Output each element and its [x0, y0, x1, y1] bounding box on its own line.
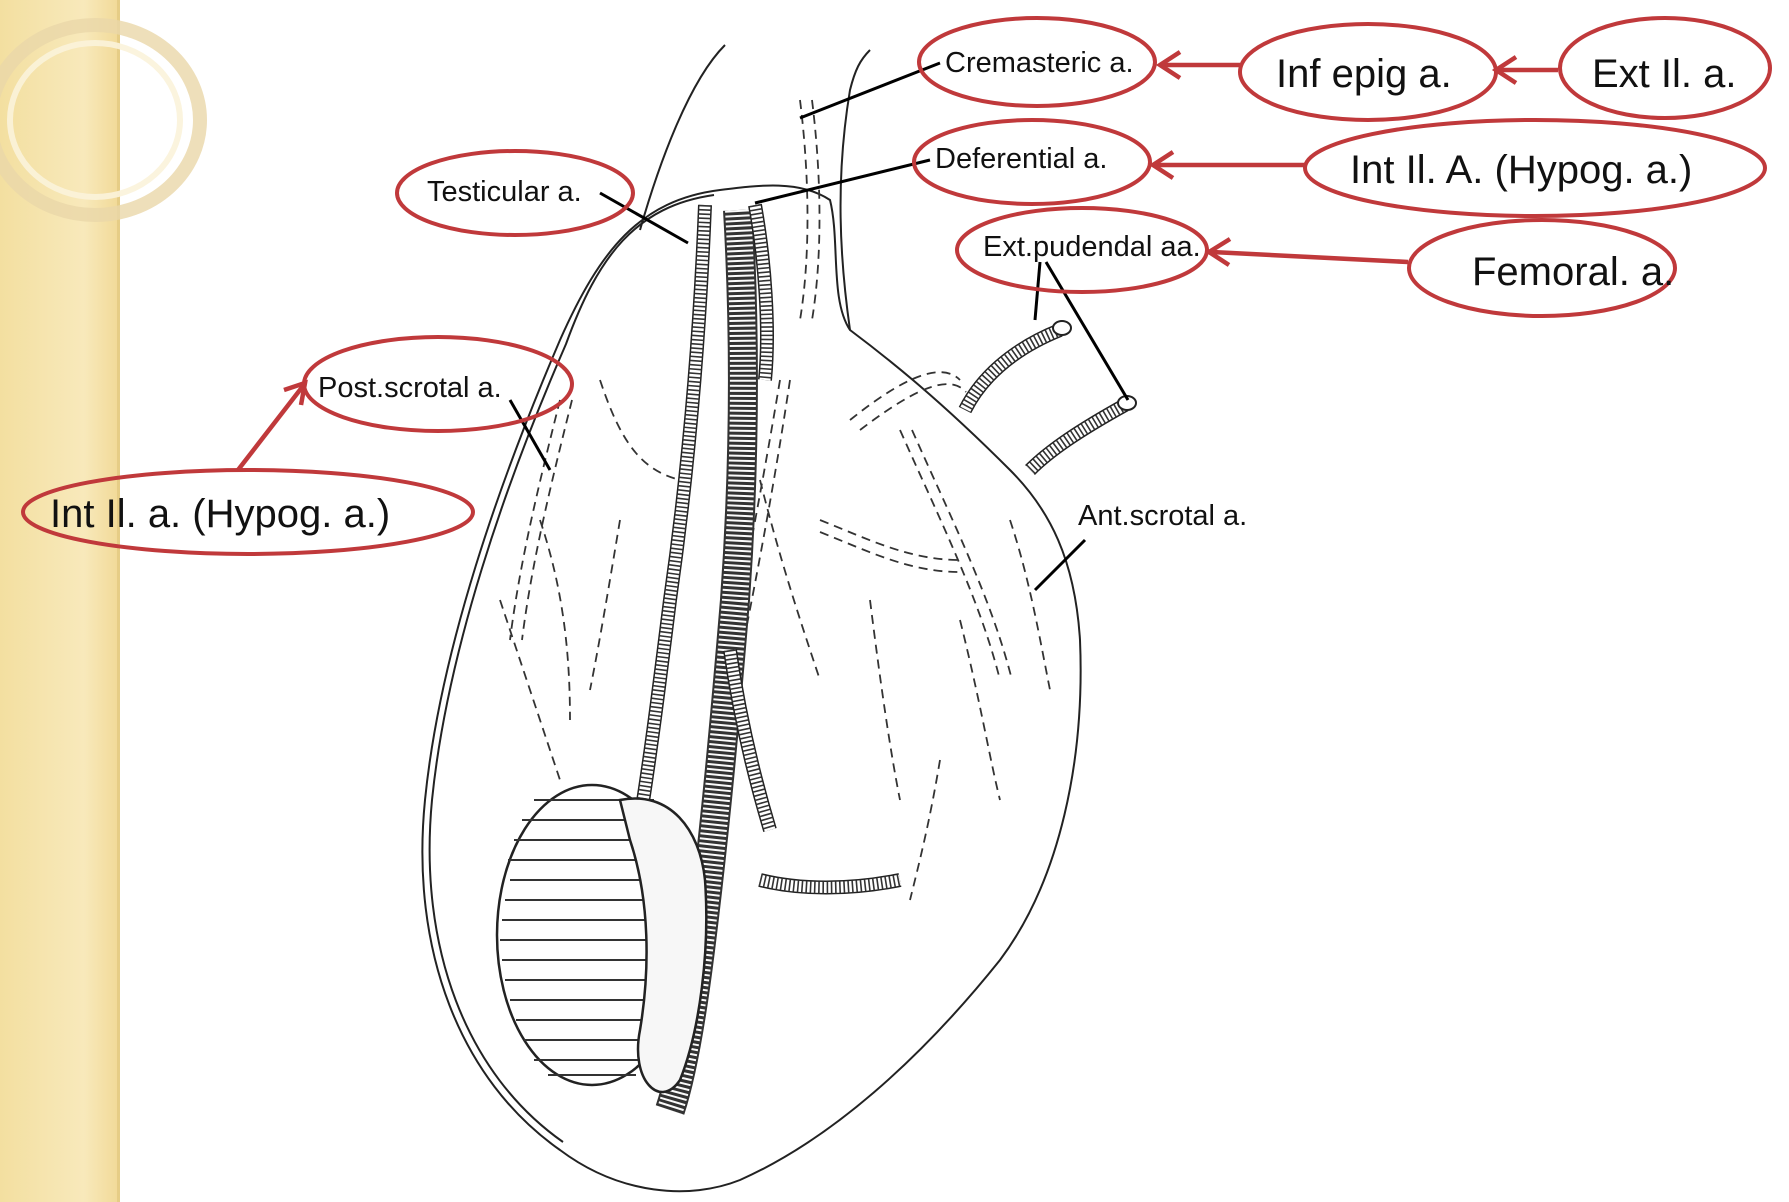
label-inf-epig: Inf epig a.	[1276, 52, 1452, 96]
red-arrows	[238, 52, 1558, 470]
arrow-femoral-to-ext-pudendal	[1209, 239, 1408, 265]
testicular-artery-drawing	[640, 205, 705, 820]
label-ext-pudendal: Ext.pudendal aa.	[983, 231, 1201, 263]
dashed-scrotal-vessels	[500, 100, 1050, 900]
ext-pudendal-vessels-drawing	[965, 321, 1136, 470]
arrow-ext-il-to-inf-epig	[1496, 57, 1558, 83]
label-femoral: Femoral. a.	[1472, 250, 1674, 294]
label-ant-scrotal: Ant.scrotal a.	[1078, 500, 1247, 532]
label-int-il-left: Int Il. a. (Hypog. a.)	[50, 492, 390, 536]
source-labels: Inf epig a. Ext Il. a. Int Il. A. (Hypog…	[50, 52, 1737, 536]
arrow-int-il-to-post-scrotal	[238, 383, 305, 470]
arrow-int-il-to-deferential	[1153, 152, 1305, 178]
label-cremasteric: Cremasteric a.	[945, 47, 1134, 79]
cremasteric-leader	[800, 63, 940, 118]
label-testicular: Testicular a.	[427, 176, 582, 208]
ant-scrotal-leader	[1035, 540, 1085, 590]
testis-drawing	[497, 785, 706, 1092]
decorative-rings	[0, 25, 200, 215]
label-int-il-upper: Int Il. A. (Hypog. a.)	[1350, 148, 1692, 192]
label-deferential: Deferential a.	[935, 143, 1108, 175]
arrow-inf-epig-to-cremasteric	[1160, 52, 1240, 78]
label-post-scrotal: Post.scrotal a.	[318, 372, 502, 404]
label-ext-il: Ext Il. a.	[1592, 52, 1737, 96]
